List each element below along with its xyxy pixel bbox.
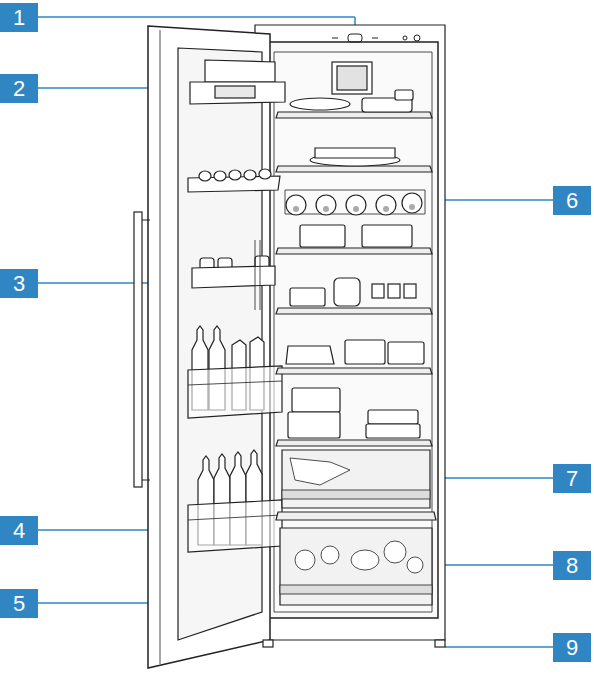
callout-number: 9 — [553, 633, 591, 662]
leader-lines — [38, 17, 553, 647]
callout-number: 8 — [553, 551, 591, 580]
callout-number: 2 — [0, 74, 38, 103]
callout-number: 6 — [553, 186, 591, 215]
callout-number: 7 — [553, 464, 591, 493]
callout-number: 5 — [0, 589, 38, 618]
callout-number: 4 — [0, 516, 38, 545]
callout-number: 3 — [0, 269, 38, 298]
callout-number: 1 — [0, 3, 38, 32]
